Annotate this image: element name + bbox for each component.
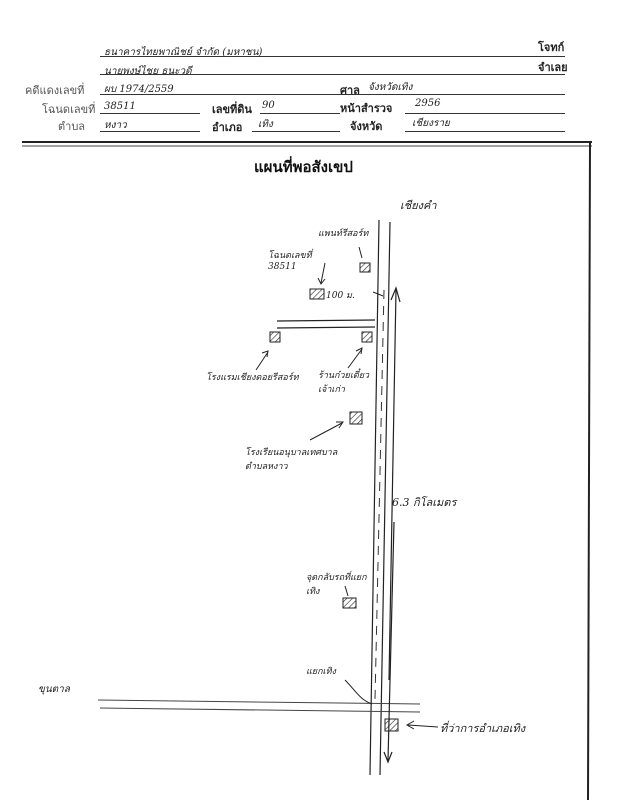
plaintiff-label: โจทก์ bbox=[538, 41, 565, 54]
amphoe-value: เทิง bbox=[258, 119, 273, 130]
north-destination-label: เชียงคำ bbox=[400, 199, 437, 212]
red-case-value: ผบ 1974/2559 bbox=[104, 84, 174, 95]
main-road-left-edge bbox=[369, 219, 380, 776]
school-box bbox=[349, 411, 363, 425]
district-office-box bbox=[384, 718, 399, 732]
hundred-m-arrow bbox=[372, 291, 384, 297]
district-office-label: ที่ว่าการอำเภอเทิง bbox=[440, 722, 526, 735]
defendant-label: จำเลย bbox=[538, 61, 568, 74]
red-case-underline bbox=[100, 94, 565, 95]
land-no-label: เลขที่ดิน bbox=[212, 103, 252, 116]
market-pointer-arrow bbox=[344, 585, 349, 597]
survey-underline bbox=[405, 113, 565, 114]
tambon-value: หงาว bbox=[104, 120, 127, 131]
land-no-underline bbox=[260, 113, 340, 114]
province-label: จังหวัด bbox=[350, 120, 383, 133]
court-value: จังหวัดเทิง bbox=[368, 82, 413, 93]
survey-value: 2956 bbox=[415, 98, 441, 109]
deed-underline bbox=[100, 113, 200, 114]
arrowhead-down bbox=[383, 751, 393, 764]
resort-label: แพนท์รีสอร์ท bbox=[318, 229, 369, 239]
deed-label: โฉนดเลขที่ bbox=[42, 103, 96, 116]
hotel-box bbox=[269, 331, 281, 343]
side-road-bottom bbox=[276, 326, 376, 329]
amphoe-underline bbox=[252, 131, 340, 132]
distance-100m-label: 100 ม. bbox=[326, 291, 355, 301]
red-case-label: คดีแดงเลขที่ bbox=[25, 84, 85, 97]
defendant-value: นายพงษ์ไชย ธนะวดี bbox=[104, 66, 192, 77]
province-underline bbox=[405, 131, 565, 132]
tambon-underline bbox=[100, 131, 200, 132]
cross-road-top bbox=[97, 699, 421, 705]
junction-pointer-arrow bbox=[344, 679, 373, 705]
frame-right-border bbox=[587, 141, 591, 800]
court-label: ศาล bbox=[340, 84, 360, 97]
deed-pointer-arrow bbox=[317, 262, 326, 285]
deed-plot-label: โฉนดเลขที่ 38511 bbox=[268, 251, 312, 272]
defendant-underline bbox=[100, 74, 565, 75]
school-label: โรงเรียนอนุบาลเทศบาลตำบลหงาว bbox=[245, 448, 338, 472]
resort-box bbox=[359, 262, 371, 273]
arrowhead-up bbox=[390, 286, 401, 303]
main-road-centerline bbox=[374, 289, 385, 701]
plaintiff-underline bbox=[100, 56, 565, 57]
hotel-pointer-arrow bbox=[255, 350, 269, 371]
deed-plot-box bbox=[309, 288, 325, 300]
map-title: แผนที่พอสังเขป bbox=[254, 158, 353, 176]
province-value: เชียงราย bbox=[412, 118, 450, 129]
west-destination-label: ขุนตาล bbox=[38, 684, 70, 695]
distance-arrow-line bbox=[388, 289, 397, 681]
side-road-top bbox=[276, 319, 376, 322]
market-box bbox=[342, 597, 357, 609]
market-label: จุดกลับรถที่แยกเทิง bbox=[306, 573, 367, 597]
distance-6-3km-label: 6.3 กิโลเมตร bbox=[392, 496, 457, 509]
noodle-shop-box bbox=[361, 331, 373, 343]
noodle-shop-label: ร้านก๋วยเตี๋ยวเจ้าเก่า bbox=[318, 371, 370, 395]
plaintiff-value: ธนาคารไทยพาณิชย์ จำกัด (มหาชน) bbox=[104, 47, 263, 58]
resort-pointer-arrow bbox=[358, 246, 363, 259]
hotel-label: โรงแรมเชียงดอยรีสอร์ท bbox=[206, 373, 299, 383]
school-pointer-arrow bbox=[309, 421, 344, 441]
main-road-right-edge bbox=[379, 221, 391, 776]
cross-road-bottom bbox=[99, 707, 421, 713]
survey-label: หน้าสำรวจ bbox=[340, 102, 393, 115]
tambon-label: ตำบล bbox=[58, 120, 86, 133]
deed-value: 38511 bbox=[104, 101, 136, 112]
noodle-pointer-arrow bbox=[347, 347, 363, 369]
amphoe-label: อำเภอ bbox=[212, 121, 243, 134]
junction-label: แยกเทิง bbox=[306, 667, 336, 677]
land-no-value: 90 bbox=[262, 100, 275, 111]
office-pointer-arrow bbox=[405, 720, 439, 730]
